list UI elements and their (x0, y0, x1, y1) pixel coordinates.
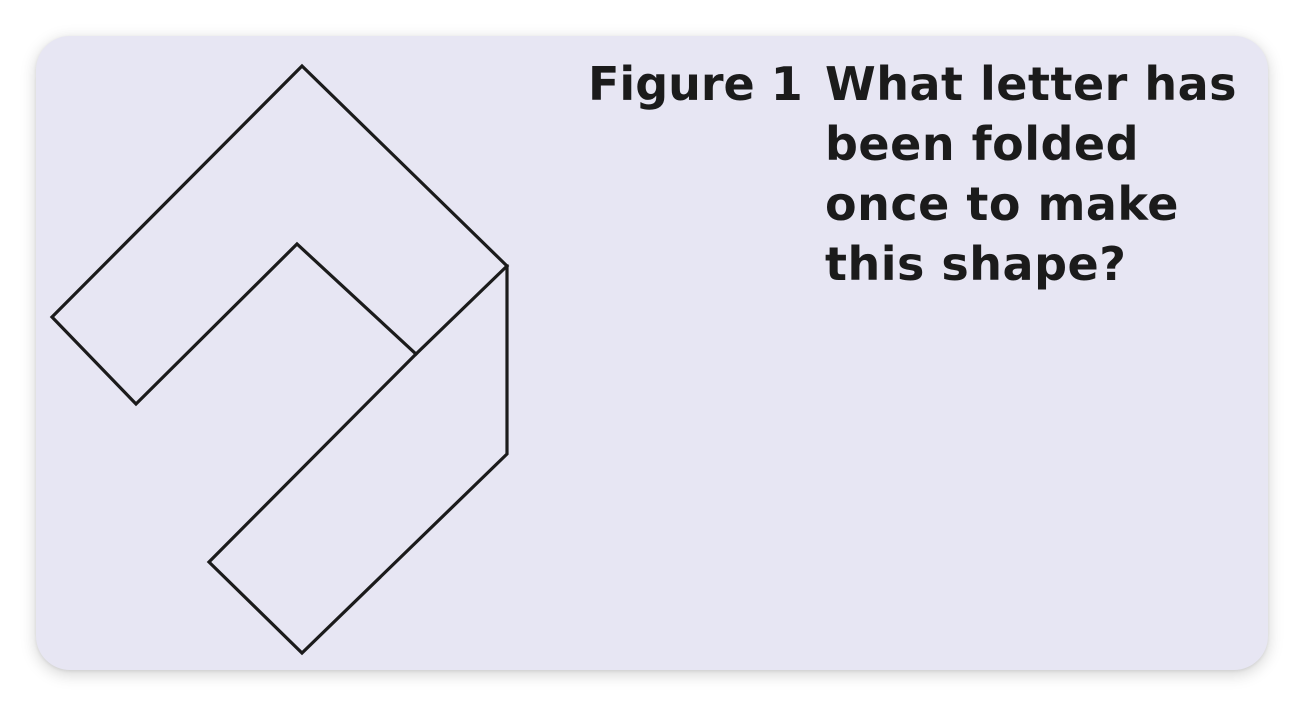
question-text: What letter has been folded once to make… (825, 57, 1238, 291)
puzzle-card: Figure 1 What letter has been folded onc… (36, 36, 1268, 670)
lower-arm-outline (206, 264, 509, 656)
figure-label: Figure 1 (588, 57, 803, 111)
upper-arm-outline (49, 63, 510, 407)
folded-letter-figure (49, 63, 510, 656)
